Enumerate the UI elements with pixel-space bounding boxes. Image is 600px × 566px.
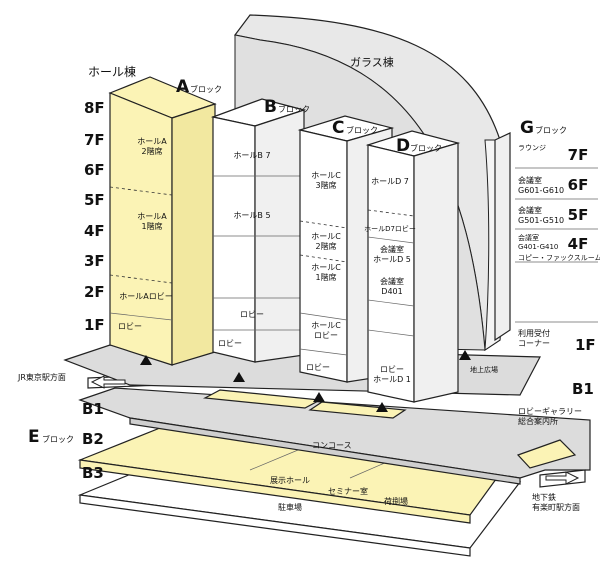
block-c-divider-2 — [299, 254, 348, 263]
block-d-letter: D — [396, 136, 410, 156]
block-a-divider-2 — [109, 274, 173, 284]
block-g-lounge: ラウンジ — [518, 144, 546, 152]
entrance-arrow-c — [313, 392, 325, 402]
block-d-hall-d7: ホールD 7 — [371, 177, 409, 186]
entrance-arrow-d — [376, 402, 388, 412]
ground-plaza-label: 地上広場 — [470, 365, 498, 374]
block-d-suffix: ブロック — [410, 143, 442, 153]
block-b-lobby: ロビー — [218, 339, 242, 348]
block-d-side — [413, 142, 459, 403]
b1-yellow-area-3 — [516, 439, 577, 469]
floor-1f-label: 1F — [84, 316, 105, 334]
block-d-divider-4 — [367, 329, 415, 337]
block-g-6f: 6F — [568, 176, 589, 194]
b2-slab-edge — [79, 459, 471, 524]
jr-direction-arrow — [90, 375, 126, 389]
block-g-7f: 7F — [568, 146, 589, 164]
block-g-copy-fax: コピー・ファックスルーム — [518, 254, 600, 262]
floor-6f-label: 6F — [84, 161, 105, 179]
b3-slab-edge — [79, 494, 471, 557]
block-g-suffix: ブロック — [535, 125, 567, 135]
block-c-letter: C — [332, 118, 344, 138]
block-b-hall-b5: ホールB 5 — [233, 211, 270, 220]
block-a-suffix: ブロック — [190, 84, 222, 94]
glass-building-label: ガラス棟 — [350, 55, 394, 69]
block-a-side — [171, 103, 216, 366]
block-c-lobby: ロビー — [306, 363, 330, 372]
ground-1f-label: 1F — [575, 336, 596, 354]
parking-label: 駐車場 — [278, 502, 302, 512]
floor-b1-label: B1 — [82, 400, 104, 418]
block-d-divider-1 — [367, 209, 415, 217]
subway-direction-label: 地下鉄有楽町駅方面 — [532, 492, 580, 512]
block-b-letter: B — [264, 97, 277, 117]
floor-4f-label: 4F — [84, 222, 105, 240]
block-b-hall-b7: ホールB 7 — [233, 151, 270, 160]
reception-corner: 利用受付コーナー — [518, 328, 550, 348]
floor-5f-label: 5F — [84, 191, 105, 209]
subway-direction-arrow — [545, 471, 580, 485]
block-c-suffix: ブロック — [346, 125, 378, 135]
floor-2f-label: 2F — [84, 283, 105, 301]
floor-3f-label: 3F — [84, 252, 105, 270]
block-g-5f: 5F — [568, 206, 589, 224]
block-d-hall-d7-lobby: ホールD7ロビー — [364, 224, 416, 233]
block-c-divider-4 — [299, 348, 348, 356]
b1-slab-edge — [129, 417, 521, 485]
seminar-room-label: セミナー室 — [328, 486, 368, 496]
block-g-side — [494, 132, 511, 342]
block-e-letter: E — [28, 427, 40, 447]
lobby-gallery-info: ロビーギャラリー総合案内所 — [518, 407, 582, 426]
exhibition-hall-label: 展示ホール — [270, 476, 310, 485]
block-d-divider-3 — [367, 299, 415, 307]
block-c-divider-1 — [299, 220, 348, 229]
floor-7f-label: 7F — [84, 131, 105, 149]
block-a-divider-1 — [109, 186, 173, 196]
entrance-arrow-plaza — [459, 350, 471, 360]
block-g-letter: G — [520, 118, 534, 138]
block-d-divider-2 — [367, 236, 415, 244]
block-a-hall-lobby: ホールAロビー — [119, 292, 172, 301]
entrance-arrow-a — [140, 355, 152, 365]
block-e-suffix: ブロック — [42, 434, 74, 444]
floor-8f-label: 8F — [84, 99, 105, 117]
concourse-label: コンコース — [312, 441, 352, 450]
jr-direction-label: JR東京駅方面 — [17, 372, 66, 382]
floor-b3-label: B3 — [82, 464, 104, 482]
b1-right-label: B1 — [572, 380, 594, 398]
block-b-lobby-upper: ロビー — [240, 310, 264, 319]
block-d-lobby-hall-d1: ロビーホールD 1 — [373, 365, 411, 384]
block-b-suffix: ブロック — [278, 104, 310, 114]
floor-b2-label: B2 — [82, 430, 104, 448]
loading-dock-label: 荷捌場 — [384, 496, 408, 506]
b1-yellow-area-2 — [308, 401, 407, 419]
block-a-divider-3 — [109, 312, 173, 321]
block-c-divider-3 — [299, 312, 348, 321]
hall-building-label: ホール棟 — [88, 64, 136, 79]
entrance-arrow-b — [233, 372, 245, 382]
block-a-lobby: ロビー — [118, 322, 142, 331]
block-d-conf-d5: 会議室ホールD 5 — [373, 244, 411, 264]
block-a-letter: A — [176, 77, 190, 97]
block-g-4f: 4F — [568, 235, 589, 253]
